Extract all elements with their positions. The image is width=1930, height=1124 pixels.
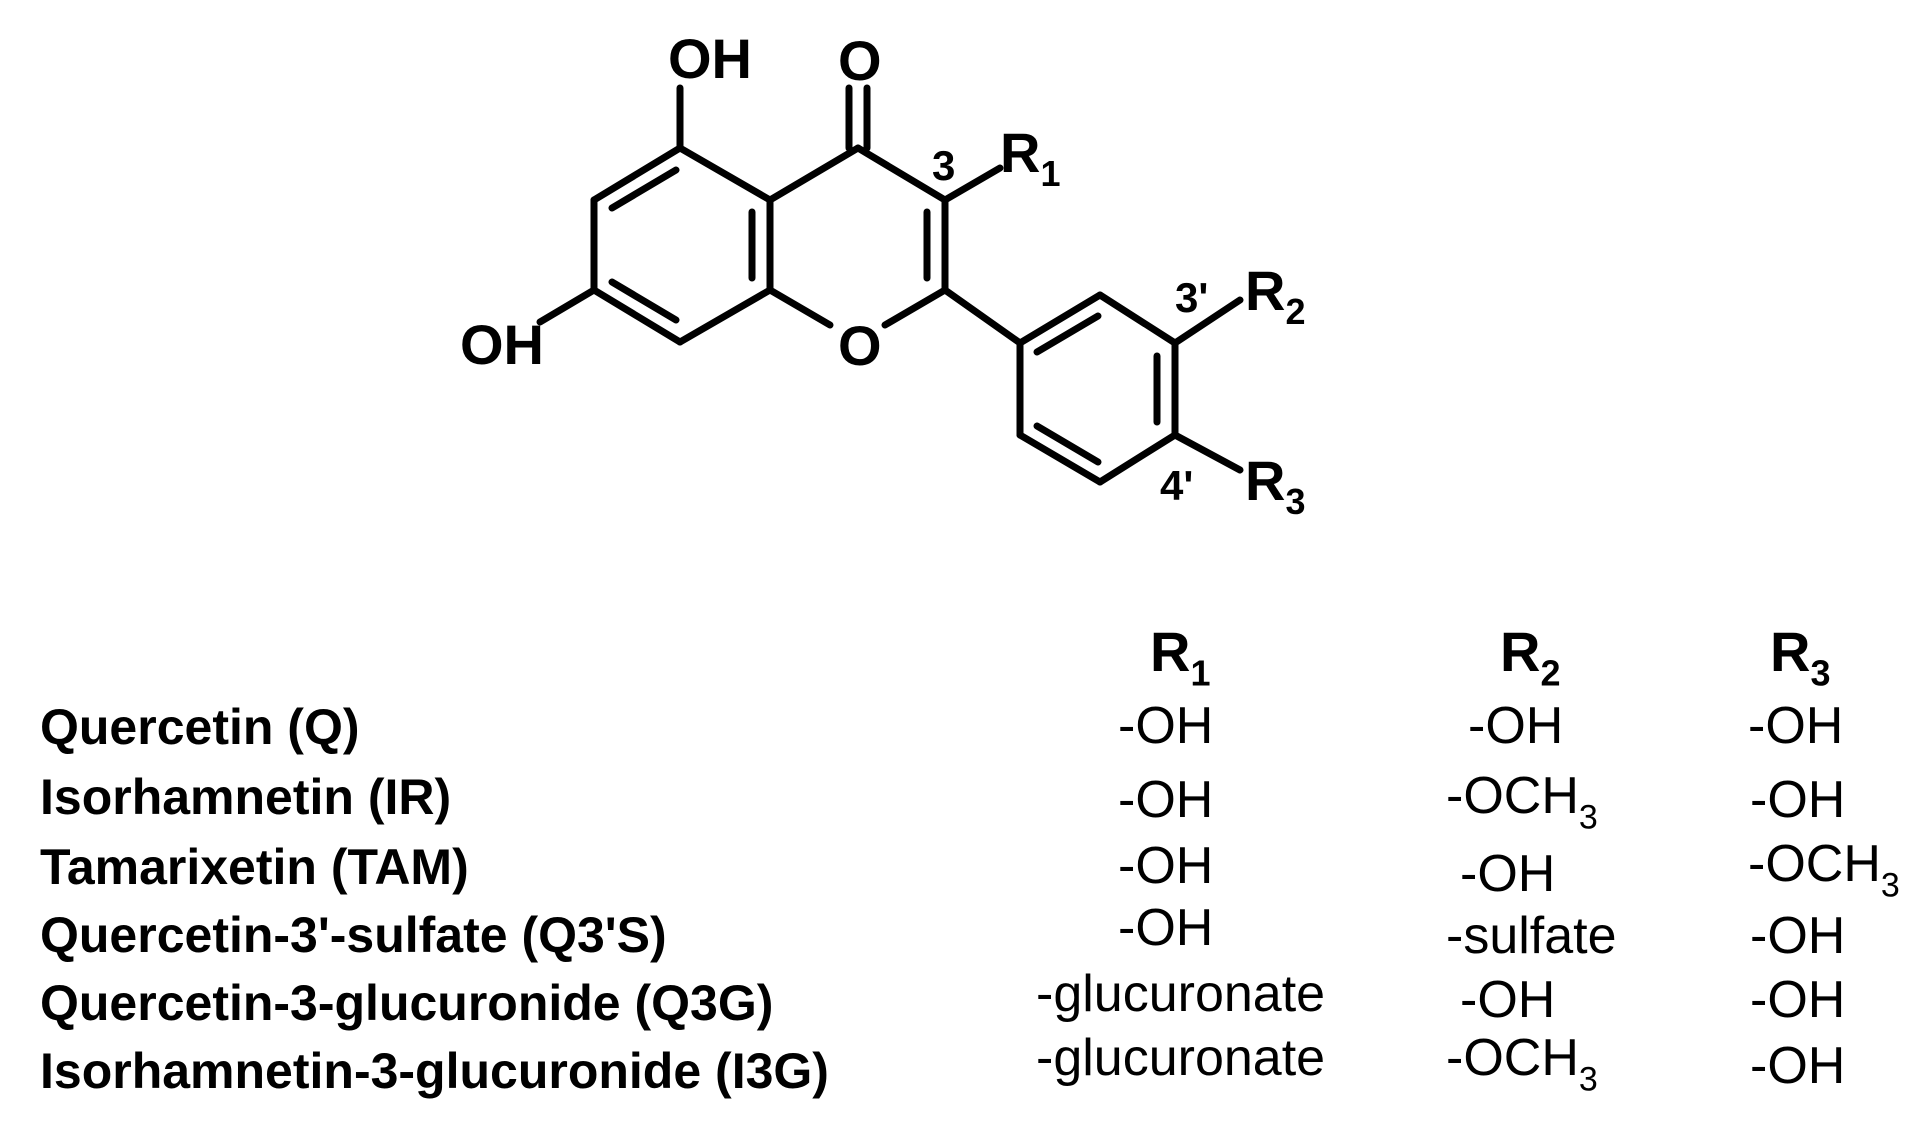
bond-c2-o1 — [881, 286, 949, 329]
compound-name: Quercetin-3'-sulfate (Q3'S) — [40, 907, 667, 963]
compound-name: Tamarixetin (TAM) — [40, 839, 469, 895]
cell-r2: -OH — [1460, 845, 1556, 903]
atom-r1: R1 — [1000, 121, 1060, 194]
cell-r1: -OH — [1118, 899, 1214, 957]
bond-c2p-c3p — [1096, 291, 1179, 347]
atom-r3: R3 — [1245, 449, 1305, 522]
bond-c8a-c8 — [676, 286, 774, 346]
substituent-table: R1 R2 R3 Quercetin (Q) -OH -OH -OH Isorh… — [0, 600, 1930, 1120]
column-header-r3: R3 — [1770, 620, 1831, 694]
cell-r2: -OH — [1468, 697, 1564, 755]
bond-inner-c5p-c6p — [1033, 422, 1102, 466]
cell-r1: -glucuronate — [1036, 1029, 1326, 1087]
bond-inner-c8-c7 — [608, 278, 680, 324]
bond-inner-c6-c5 — [608, 166, 680, 212]
atom-oh-7: OH — [460, 313, 544, 376]
bond-c4-c3 — [854, 144, 949, 204]
cell-r3: -OH — [1750, 771, 1846, 829]
locant-3: 3 — [932, 142, 955, 189]
compound-name: Isorhamnetin-3-glucuronide (I3G) — [40, 1043, 829, 1099]
bond-c3p-r2 — [1171, 296, 1244, 347]
column-header-r1: R1 — [1150, 620, 1211, 694]
locant-3-prime: 3' — [1175, 274, 1208, 321]
bond-o1-c8a — [766, 286, 834, 329]
cell-r2: -OH — [1460, 971, 1556, 1029]
cell-r2: -OCH3 — [1446, 1029, 1598, 1099]
bond-c3-r1 — [941, 164, 1004, 204]
bond-c4p-c5p — [1096, 431, 1179, 486]
locant-4-prime: 4' — [1160, 462, 1193, 509]
cell-r3: -OH — [1750, 971, 1846, 1029]
bond-c1p-c2p — [1016, 291, 1104, 347]
bond-c2-c1p — [941, 286, 1024, 347]
flavonol-structure-diagram: OH O OH O R1 R2 R3 3 3' 4' — [460, 27, 1305, 522]
cell-r3: -OCH3 — [1748, 835, 1900, 905]
column-header-r2: R2 — [1500, 620, 1561, 694]
cell-r1: -OH — [1118, 771, 1214, 829]
cell-r2: -OCH3 — [1446, 767, 1598, 837]
cell-r3: -OH — [1750, 907, 1846, 965]
bond-c8-c7 — [590, 286, 684, 346]
cell-r1: -OH — [1118, 837, 1214, 895]
bond-c6-c5 — [590, 144, 684, 204]
bond-c4p-r3 — [1171, 431, 1244, 474]
bond-c7-oh — [536, 286, 598, 326]
compound-name: Quercetin (Q) — [40, 699, 360, 755]
atom-carbonyl-o: O — [838, 29, 882, 92]
bond-c5-c4a — [676, 144, 774, 204]
atom-r2: R2 — [1245, 259, 1305, 332]
bond-c5p-c6p — [1016, 431, 1104, 486]
cell-r2: -sulfate — [1446, 907, 1617, 965]
bond-inner-c1p-c2p — [1033, 312, 1102, 356]
cell-r1: -glucuronate — [1036, 965, 1326, 1023]
cell-r1: -OH — [1118, 697, 1214, 755]
bond-c4a-c4 — [766, 144, 862, 204]
compound-name: Isorhamnetin (IR) — [40, 769, 452, 825]
atom-ring-o: O — [838, 314, 882, 377]
cell-r3: -OH — [1750, 1037, 1846, 1095]
cell-r3: -OH — [1748, 697, 1844, 755]
compound-name: Quercetin-3-glucuronide (Q3G) — [40, 975, 774, 1031]
atom-oh-5: OH — [668, 27, 752, 90]
